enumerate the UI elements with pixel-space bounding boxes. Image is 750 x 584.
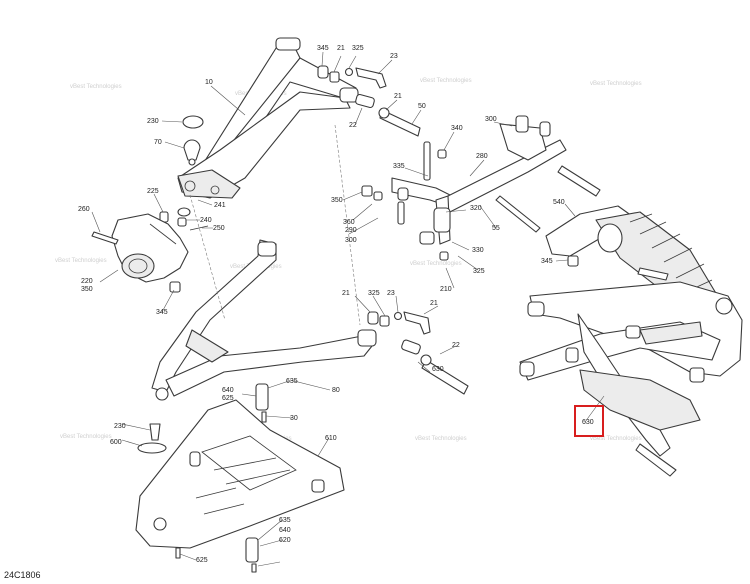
callout-label: 360	[343, 219, 355, 226]
callout-label: 350	[81, 286, 93, 293]
callout-label: 220	[81, 278, 93, 285]
lower-a-arm	[151, 124, 377, 401]
callout-label: 345	[541, 258, 553, 265]
callout-label: 640	[279, 527, 291, 534]
callout-label: 21	[337, 45, 345, 52]
callout-labels: 345 21 325 23 10 21 50 22 230 70 340 300…	[78, 45, 594, 564]
watermark: vBest Technologies	[415, 436, 467, 442]
callout-label: 50	[418, 103, 426, 110]
skid-plate	[135, 399, 345, 549]
callout-label: 290	[345, 227, 357, 234]
callout-label: 345	[317, 45, 329, 52]
diagram-code: 24C1806	[4, 570, 41, 580]
callout-label: 21	[430, 300, 438, 307]
callout-label: 240	[200, 217, 212, 224]
callout-label: 325	[352, 45, 364, 52]
callout-highlight-box[interactable]	[574, 405, 604, 437]
callout-label: 300	[345, 237, 357, 244]
callout-label: 21	[342, 290, 350, 297]
callout-label: 635	[286, 378, 298, 385]
callout-label: 540	[553, 199, 565, 206]
callout-label: 640	[222, 387, 234, 394]
callout-label: 610	[325, 435, 337, 442]
callout-label: 625	[222, 395, 234, 402]
callout-label: 335	[393, 163, 405, 170]
leader-lines	[91, 51, 605, 567]
callout-label: 22	[452, 342, 460, 349]
callout-label: 10	[205, 79, 213, 86]
callout-label: 280	[476, 153, 488, 160]
callout-label: 340	[451, 125, 463, 132]
watermark: vBest Technologies	[70, 84, 122, 90]
callout-label: 250	[213, 225, 225, 232]
callout-label: 70	[154, 139, 162, 146]
callout-label-highlighted[interactable]: 630	[582, 419, 594, 426]
callout-label: 210	[440, 286, 452, 293]
upper-a-arm	[177, 37, 359, 199]
watermark: vBest Technologies	[410, 261, 462, 267]
callout-label: 55	[492, 225, 500, 232]
callout-label: 22	[349, 122, 357, 129]
watermark: vBest Technologies	[420, 78, 472, 84]
callout-label: 325	[473, 268, 485, 275]
lower-arm-hardware	[137, 311, 469, 573]
callout-label: 320	[470, 205, 482, 212]
rear-lower-arm	[519, 281, 743, 477]
callout-label: 600	[110, 439, 122, 446]
watermark: vBest Technologies	[60, 434, 112, 440]
callout-label: 330	[472, 247, 484, 254]
callout-label: 625	[196, 557, 208, 564]
callout-label: 241	[214, 202, 226, 209]
callout-label: 345	[156, 309, 168, 316]
callout-label: 23	[390, 53, 398, 60]
steering-knuckle	[91, 213, 189, 293]
callout-label: 300	[485, 116, 497, 123]
callout-label: 325	[368, 290, 380, 297]
callout-label: 230	[114, 423, 126, 430]
callout-label: 23	[387, 290, 395, 297]
sway-bar-assembly	[361, 115, 601, 261]
callout-label: 350	[331, 197, 343, 204]
upper-arm-hardware	[159, 65, 421, 231]
callout-label: 80	[332, 387, 340, 394]
callout-label: 260	[78, 206, 90, 213]
watermark: vBest Technologies	[590, 81, 642, 87]
callout-label: 620	[279, 537, 291, 544]
callout-label: 21	[394, 93, 402, 100]
callout-label: 630	[432, 366, 444, 373]
watermark: vBest Technologies	[55, 258, 107, 264]
callout-label: 225	[147, 188, 159, 195]
callout-label: 230	[147, 118, 159, 125]
callout-label: 635	[279, 517, 291, 524]
watermark: vBest Technologies	[590, 436, 642, 442]
callout-label: 30	[290, 415, 298, 422]
